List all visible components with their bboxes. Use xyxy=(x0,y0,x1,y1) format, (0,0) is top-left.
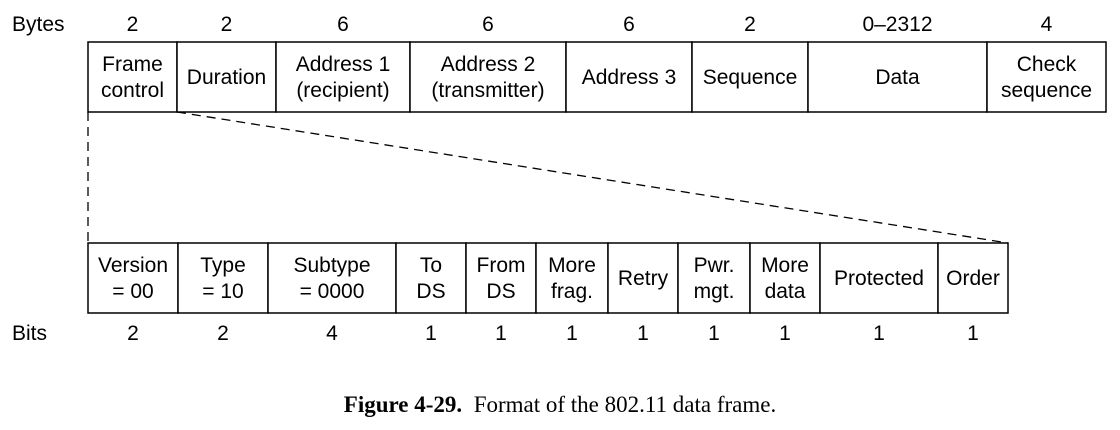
bit-field-pwr-mgt-size: 1 xyxy=(708,322,720,345)
bit-field-more-data-size: 1 xyxy=(779,322,791,345)
bit-field-from-ds-box xyxy=(465,242,537,314)
bit-field-to-ds-size: 1 xyxy=(425,322,437,345)
figure-caption-text: Format of the 802.11 data frame. xyxy=(473,392,777,417)
field-address-2-transmitter-label: Address 2 xyxy=(441,53,536,76)
field-check-sequence-label: Check xyxy=(1017,53,1077,76)
figure-caption: Figure 4-29. Format of the 802.11 data f… xyxy=(0,392,1120,418)
field-sequence-label: Sequence xyxy=(703,66,798,89)
bit-field-from-ds-label: From xyxy=(477,254,526,277)
bit-field-from-ds-size: 1 xyxy=(495,322,507,345)
bit-field-subtype-0000-label: = 0000 xyxy=(300,280,365,303)
bit-field-more-data-box xyxy=(749,242,821,314)
bit-field-retry-label: Retry xyxy=(618,267,669,290)
field-address-3-label: Address 3 xyxy=(582,66,677,89)
bit-field-pwr-mgt-label: Pwr. xyxy=(694,254,735,277)
bit-field-version-00-size: 2 xyxy=(127,322,139,345)
field-data-size: 0–2312 xyxy=(862,13,932,36)
bit-field-subtype-0000-box xyxy=(267,242,397,314)
bit-field-version-00-label: = 00 xyxy=(112,280,153,303)
field-address-2-transmitter-size: 6 xyxy=(482,13,494,36)
bit-field-more-frag-size: 1 xyxy=(566,322,578,345)
field-address-1-recipient-box xyxy=(275,41,411,113)
bit-field-more-frag-label: frag. xyxy=(551,280,593,303)
field-frame-control-box xyxy=(87,41,178,113)
field-duration-label: Duration xyxy=(187,66,266,89)
bit-field-more-data-label: More xyxy=(761,254,809,277)
bit-field-type-10-label: Type xyxy=(200,254,246,277)
bit-field-from-ds-label: DS xyxy=(486,280,515,303)
field-data-label: Data xyxy=(875,66,920,89)
figure-number: Figure 4-29. xyxy=(343,392,463,417)
field-frame-control-label: control xyxy=(101,79,164,102)
bit-field-to-ds-label: To xyxy=(420,254,442,277)
bit-field-version-00-box xyxy=(87,242,179,314)
field-frame-control-label: Frame xyxy=(102,53,163,76)
bits-row-label: Bits xyxy=(12,322,47,345)
field-address-1-recipient-label: (recipient) xyxy=(296,79,389,102)
bit-field-type-10-box xyxy=(177,242,269,314)
bit-field-order-size: 1 xyxy=(967,322,979,345)
bit-field-protected-size: 1 xyxy=(873,322,885,345)
field-frame-control-size: 2 xyxy=(127,13,139,36)
bytes-row-label: Bytes xyxy=(12,13,65,36)
expansion-line-right xyxy=(176,111,1009,244)
field-address-3-box xyxy=(565,41,693,113)
bit-field-order-box xyxy=(937,242,1009,314)
bit-field-pwr-mgt-label: mgt. xyxy=(694,280,735,303)
bit-field-retry-box xyxy=(607,242,679,314)
bit-field-to-ds-label: DS xyxy=(416,280,445,303)
bit-field-more-frag-label: More xyxy=(548,254,596,277)
bit-field-pwr-mgt-box xyxy=(677,242,751,314)
field-duration-size: 2 xyxy=(221,13,233,36)
bit-field-subtype-0000-size: 4 xyxy=(326,322,338,345)
field-address-2-transmitter-box xyxy=(409,41,567,113)
field-sequence-box xyxy=(691,41,809,113)
field-address-2-transmitter-label: (transmitter) xyxy=(431,79,544,102)
field-sequence-size: 2 xyxy=(744,13,756,36)
bit-field-retry-size: 1 xyxy=(637,322,649,345)
field-check-sequence-label: sequence xyxy=(1001,79,1092,102)
bit-field-type-10-label: = 10 xyxy=(202,280,243,303)
bit-field-more-frag-box xyxy=(535,242,609,314)
field-check-sequence-size: 4 xyxy=(1041,13,1053,36)
bit-field-subtype-0000-label: Subtype xyxy=(293,254,370,277)
bit-field-protected-label: Protected xyxy=(834,267,924,290)
field-address-3-size: 6 xyxy=(623,13,635,36)
frame-control-bits-row: Bits Version = 00 2 Type = 10 2 Subtype = 0000 4… xyxy=(12,242,1009,345)
frame-control-expansion-lines xyxy=(87,111,1009,244)
field-check-sequence-box xyxy=(986,41,1107,113)
field-data-box xyxy=(807,41,988,113)
bit-field-type-10-size: 2 xyxy=(217,322,229,345)
bit-field-version-00-label: Version xyxy=(98,254,168,277)
field-address-1-recipient-size: 6 xyxy=(337,13,349,36)
field-address-1-recipient-label: Address 1 xyxy=(296,53,391,76)
bit-field-protected-box xyxy=(819,242,939,314)
field-duration-box xyxy=(176,41,277,113)
bit-field-order-label: Order xyxy=(946,267,1000,290)
bit-field-more-data-label: data xyxy=(765,280,806,303)
